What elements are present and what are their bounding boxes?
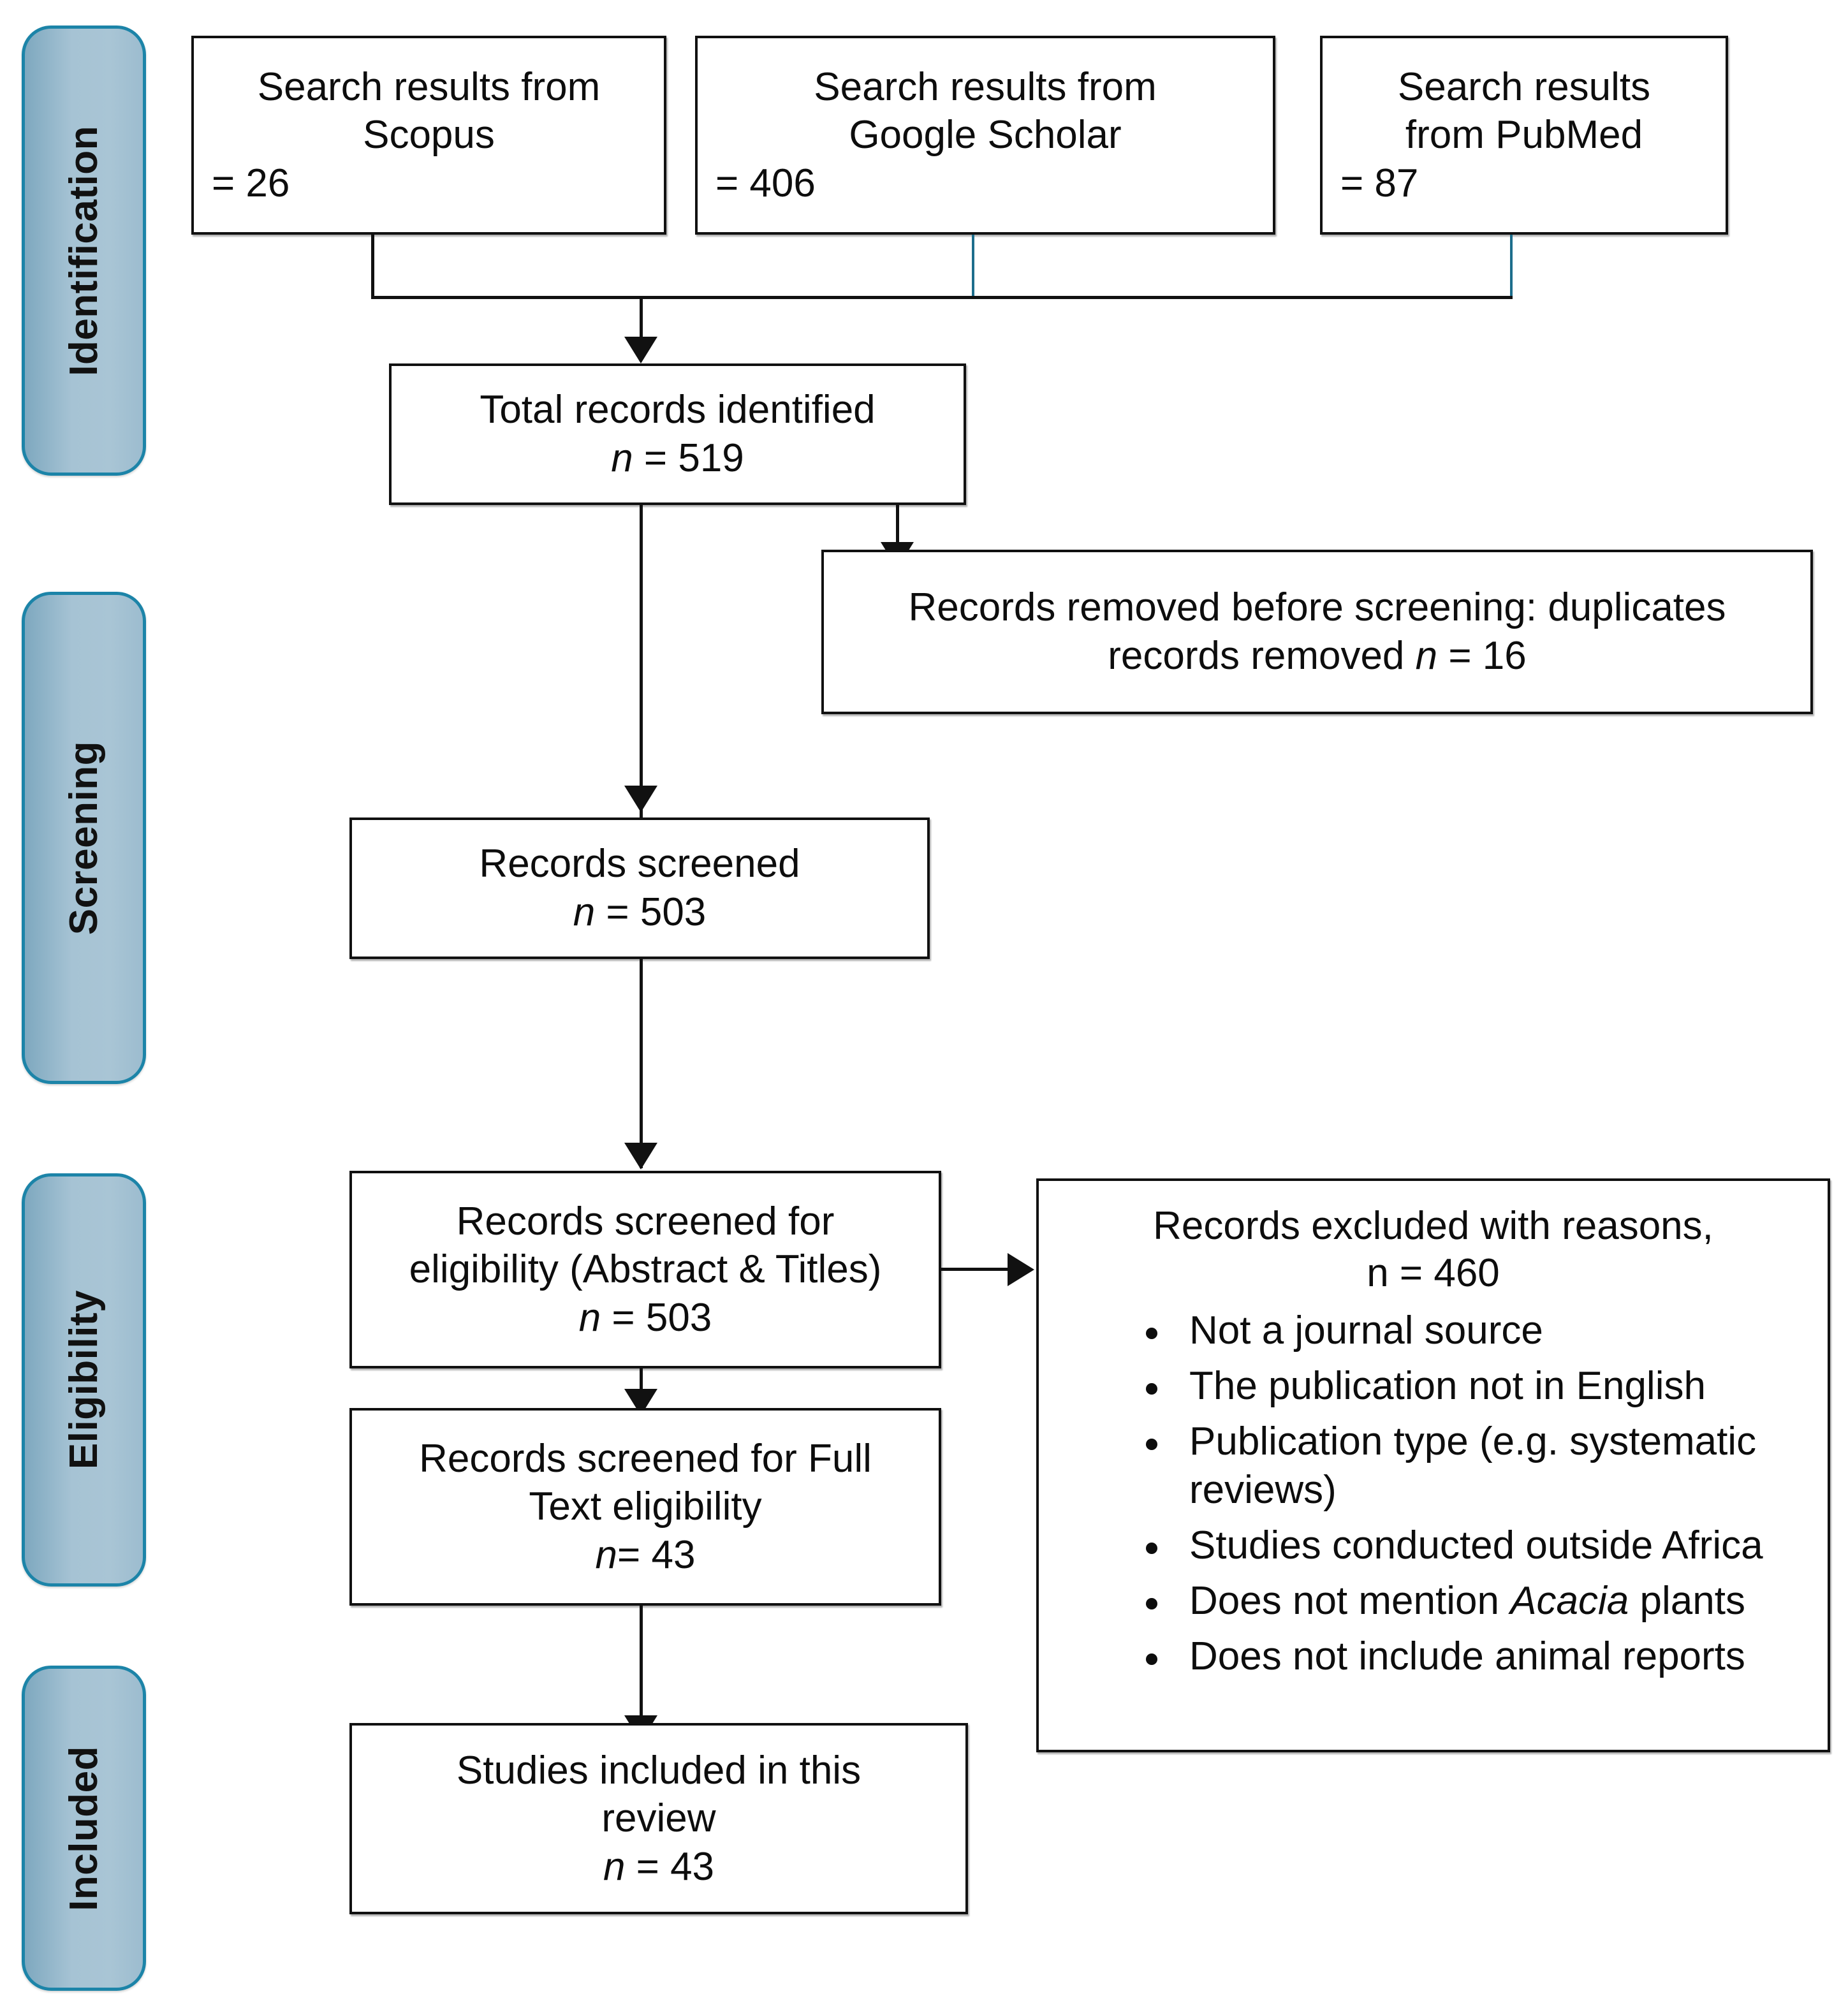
total-records-n-label: n xyxy=(611,436,633,480)
list-item: Does not include animal reports xyxy=(1134,1632,1828,1682)
connector-merge-bus xyxy=(371,296,1513,299)
total-records-line1: Total records identified xyxy=(480,388,876,432)
abstract-titles-line2: eligibility (Abstract & Titles) xyxy=(409,1247,882,1292)
full-text-n-label: n xyxy=(595,1532,618,1577)
studies-included-n-label: n xyxy=(603,1844,626,1889)
excluded-heading: Records excluded with reasons, xyxy=(1153,1204,1713,1248)
studies-included-line2: review xyxy=(601,1796,716,1841)
source-box-google-scholar: Search results from Google Scholar = 406 xyxy=(695,36,1275,235)
list-item: Studies conducted outside Africa xyxy=(1134,1521,1828,1571)
excluded-n-value: = 460 xyxy=(1388,1251,1500,1296)
excluded-reasons-list: Not a journal source The publication not… xyxy=(1039,1307,1828,1688)
abstract-titles-n-value: = 503 xyxy=(601,1295,712,1340)
box-total-records-identified: Total records identified n = 519 xyxy=(389,363,966,505)
connector-total-to-screened xyxy=(640,505,643,817)
arrow-eligibility-to-excluded xyxy=(1008,1253,1034,1286)
duplicates-line2-pre: records removed xyxy=(1108,634,1416,678)
connector-scholar-drop xyxy=(972,235,974,298)
records-screened-count: n = 503 xyxy=(352,888,927,937)
phase-label-eligibility: Eligibility xyxy=(62,1290,106,1470)
source-pubmed-line2: from PubMed xyxy=(1405,113,1643,158)
connector-bus-to-total xyxy=(640,296,643,344)
studies-included-n-value: = 43 xyxy=(625,1844,715,1889)
box-records-excluded: Records excluded with reasons, n = 460 N… xyxy=(1036,1178,1830,1752)
studies-included-count: n = 43 xyxy=(352,1843,965,1891)
phase-pill-screening: Screening xyxy=(22,592,146,1084)
connector-total-to-duplicates-drop xyxy=(896,505,899,550)
duplicates-line2: records removed n = 16 xyxy=(824,632,1810,680)
source-scholar-line1: Search results from xyxy=(814,64,1157,109)
source-scholar-count: = 406 xyxy=(715,161,816,205)
list-item: Not a journal source xyxy=(1134,1307,1828,1356)
abstract-titles-count: n = 503 xyxy=(352,1294,939,1342)
source-scopus-line1: Search results from xyxy=(257,64,601,109)
phase-pill-identification: Identification xyxy=(22,26,146,476)
box-studies-included: Studies included in this review n = 43 xyxy=(349,1723,968,1914)
total-records-count: n = 519 xyxy=(392,434,964,483)
full-text-line1: Records screened for Full xyxy=(419,1436,872,1481)
records-screened-n-value: = 503 xyxy=(595,890,707,934)
reason-acacia-pre: Does not mention xyxy=(1189,1579,1511,1624)
records-screened-n-label: n xyxy=(573,890,596,934)
box-records-screened: Records screened n = 503 xyxy=(349,817,930,959)
list-item: Does not mention Acacia plants xyxy=(1134,1577,1828,1626)
source-pubmed-line1: Search results xyxy=(1397,64,1651,109)
full-text-line2: Text eligibility xyxy=(529,1485,762,1529)
source-pubmed-count: = 87 xyxy=(1340,161,1419,205)
connector-screened-to-eligibility xyxy=(640,959,643,1168)
excluded-count: n = 460 xyxy=(1039,1250,1828,1297)
connector-eligibility-to-fulltext xyxy=(640,1368,643,1408)
records-screened-line1: Records screened xyxy=(479,842,800,886)
excluded-n-label: n xyxy=(1367,1251,1389,1296)
abstract-titles-line1: Records screened for xyxy=(456,1199,835,1243)
phase-label-identification: Identification xyxy=(62,125,106,376)
duplicates-n-label: n xyxy=(1415,634,1438,678)
source-box-pubmed: Search results from PubMed = 87 xyxy=(1320,36,1728,235)
total-records-n-value: = 519 xyxy=(633,436,744,480)
source-scholar-line2: Google Scholar xyxy=(849,113,1122,158)
phase-label-screening: Screening xyxy=(62,740,106,935)
studies-included-line1: Studies included in this xyxy=(456,1748,862,1792)
full-text-count: n= 43 xyxy=(352,1531,939,1580)
connector-fulltext-to-included xyxy=(640,1606,643,1747)
box-duplicates-removed: Records removed before screening: duplic… xyxy=(821,550,1813,714)
source-box-scopus: Search results from Scopus = 26 xyxy=(191,36,666,235)
connector-pubmed-drop xyxy=(1510,235,1513,298)
duplicates-line1: Records removed before screening: duplic… xyxy=(908,585,1726,630)
list-item: Publication type (e.g. systematic review… xyxy=(1134,1418,1828,1516)
list-item: The publication not in English xyxy=(1134,1362,1828,1411)
phase-label-included: Included xyxy=(62,1745,106,1911)
arrow-screened-to-eligibility xyxy=(624,1143,657,1169)
arrow-bus-to-total xyxy=(624,337,657,363)
abstract-titles-n-label: n xyxy=(578,1295,601,1340)
phase-pill-eligibility: Eligibility xyxy=(22,1173,146,1587)
box-screened-abstract-titles: Records screened for eligibility (Abstra… xyxy=(349,1171,941,1368)
source-scopus-line2: Scopus xyxy=(363,113,495,158)
duplicates-n-value: = 16 xyxy=(1437,634,1527,678)
reason-acacia-post: plants xyxy=(1629,1579,1745,1624)
source-scopus-count: = 26 xyxy=(212,161,290,205)
connector-scopus-drop xyxy=(371,235,374,298)
full-text-n-value: = 43 xyxy=(617,1532,696,1577)
box-screened-full-text: Records screened for Full Text eligibili… xyxy=(349,1408,941,1606)
connector-eligibility-to-excluded xyxy=(941,1268,1011,1271)
reason-acacia-italic: Acacia xyxy=(1510,1579,1629,1624)
arrow-total-to-screened xyxy=(624,786,657,812)
phase-pill-included: Included xyxy=(22,1666,146,1991)
